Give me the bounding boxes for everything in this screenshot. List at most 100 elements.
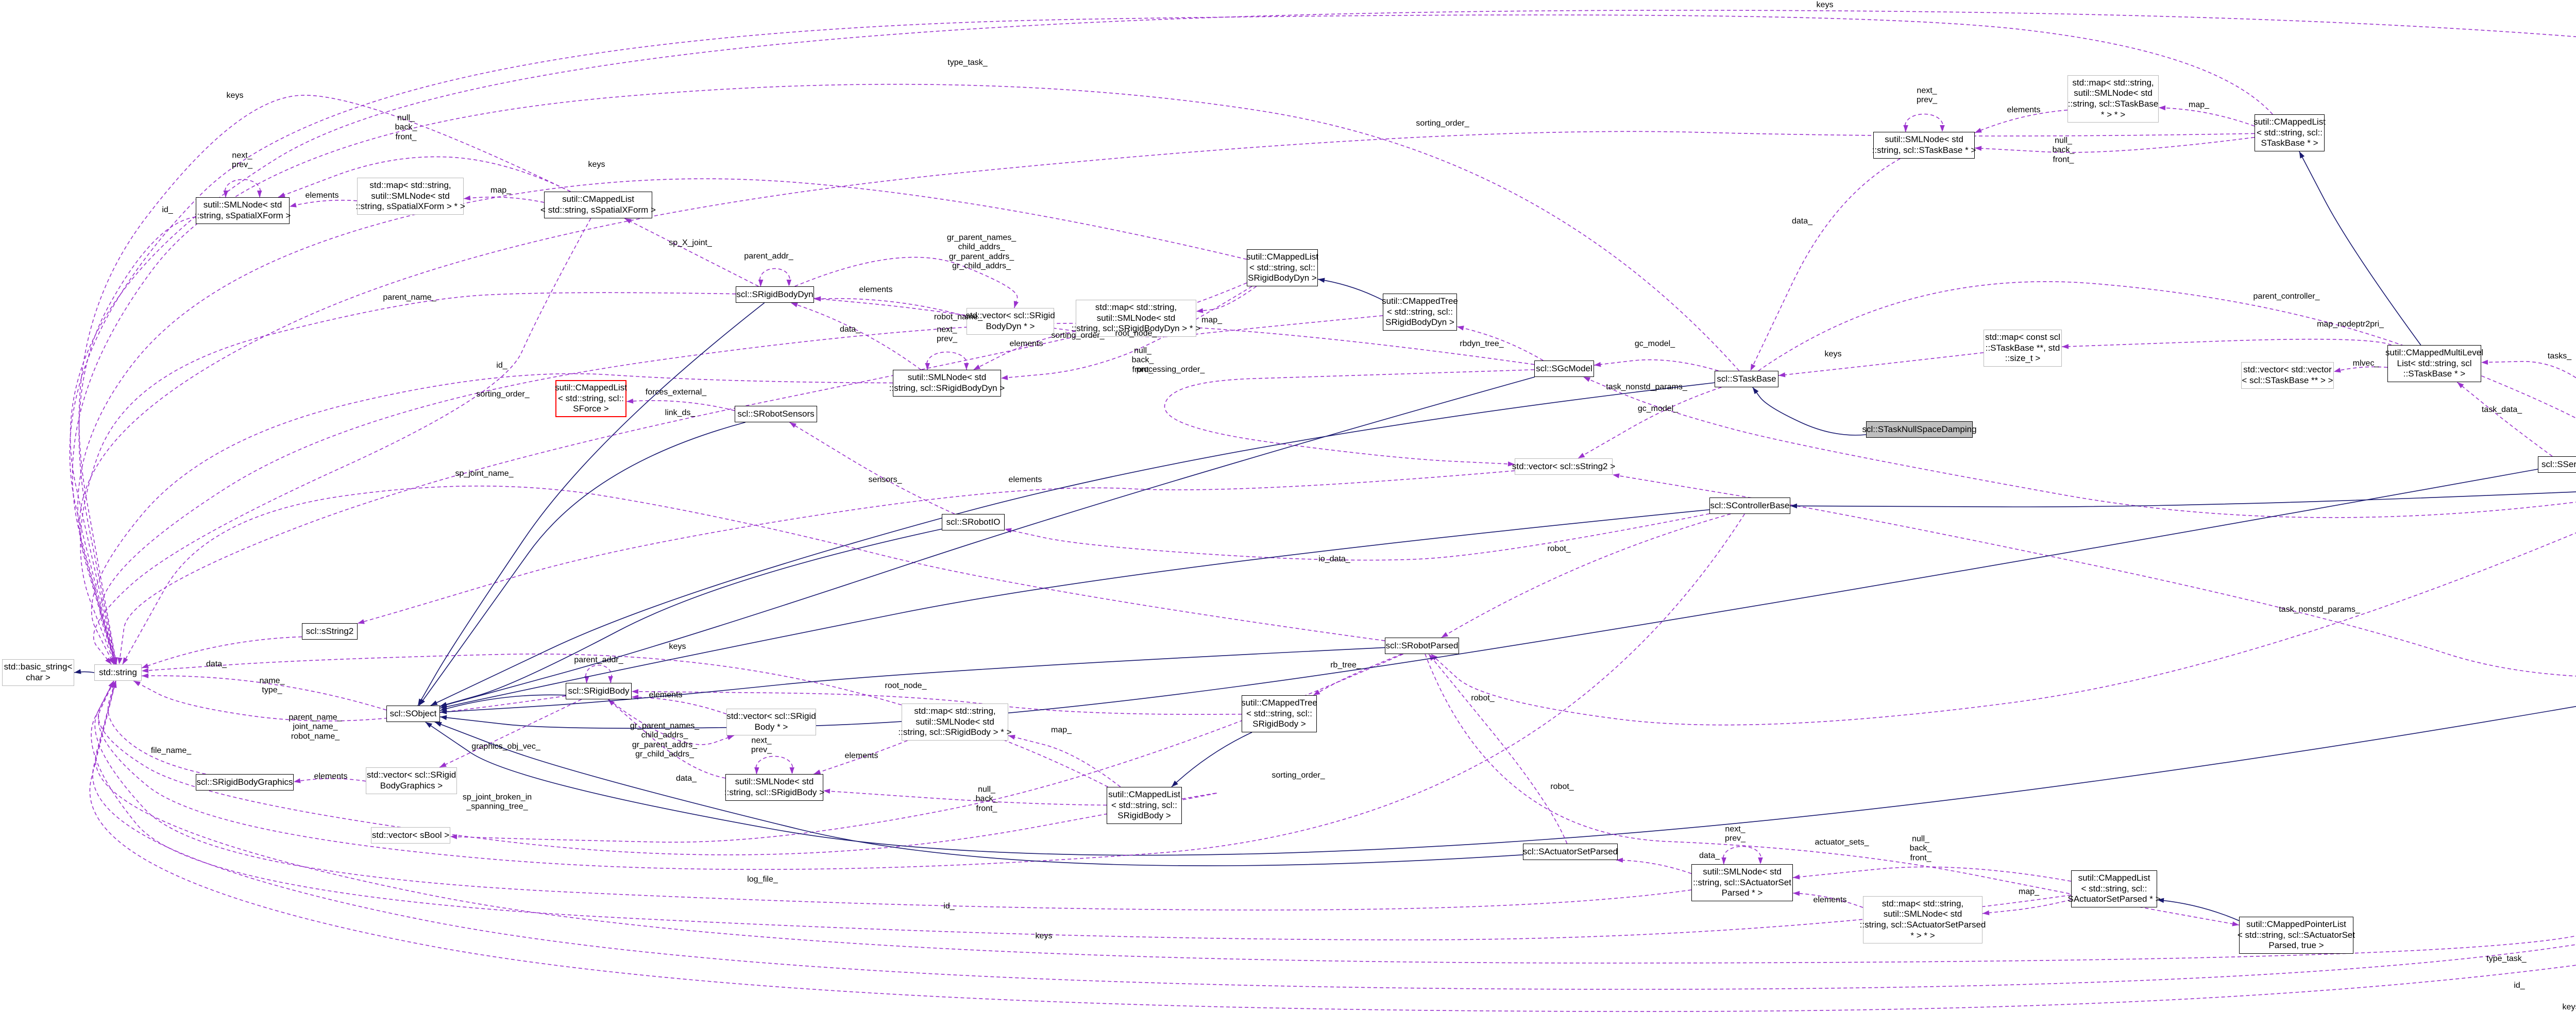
- edge-stasknullspacedamping-to-staskbase: [1752, 387, 1867, 436]
- class-node-label: std::string: [99, 667, 137, 677]
- class-node-cmappedpointerlist[interactable]: sutil::CMappedPointerList< std::string, …: [2237, 917, 2355, 954]
- class-node-sobject[interactable]: scl::SObject: [386, 706, 440, 722]
- edge-sgcmodel-to-sobject: [439, 376, 1535, 707]
- edge-arrowhead: [1594, 362, 1601, 367]
- edge-cmappedmultilevellist-to-cmappedlist-staskbase: [2299, 151, 2421, 346]
- class-node-scontrollerbase[interactable]: scl::SControllerBase: [1709, 497, 1790, 514]
- class-node-vector-sstring2[interactable]: std::vector< scl::sString2 >: [1512, 458, 1615, 475]
- edge-srigidbody-to-sobject: [439, 694, 566, 711]
- class-node-basic-string[interactable]: std::basic_string<char >: [2, 659, 74, 686]
- edge-smlnode-srigidbodydyn-to-std-string: [91, 373, 893, 665]
- edge-arrowhead: [290, 202, 297, 208]
- edge-arrowhead: [142, 673, 149, 678]
- class-node-cmappedlist-sspatialxform[interactable]: sutil::CMappedList< std::string, sSpatia…: [540, 192, 656, 218]
- class-node-label: sutil::SMLNode< std: [1885, 134, 1963, 145]
- class-node-map-srigidbody[interactable]: std::map< std::string,sutil::SMLNode< st…: [898, 703, 1012, 741]
- class-node-vector-vector-staskbase[interactable]: std::vector< std::vector< scl::STaskBase…: [2241, 362, 2334, 389]
- class-node-sactuatorsetparsed[interactable]: scl::SActuatorSetParsed: [1523, 844, 1618, 860]
- class-node-staskbase[interactable]: scl::STaskBase: [1715, 371, 1778, 387]
- class-node-cmappedlist-srigidbody[interactable]: sutil::CMappedList< std::string, scl::SR…: [1107, 787, 1182, 824]
- edge-srigidbodydyn-to-cmappedlist-sspatialxform: [624, 218, 759, 287]
- class-node-label: scl::SRobotIO: [946, 517, 1001, 527]
- class-node-label: char >: [26, 673, 50, 682]
- edge-smlnode-srigidbody-to-smlnode-srigidbody: [755, 756, 793, 775]
- edge-arrowhead: [133, 681, 141, 686]
- edge-map-sspatialxform-to-smlnode-sspatialxform: [289, 199, 358, 207]
- class-node-map-staskbase[interactable]: std::map< std::string,sutil::SMLNode< st…: [2067, 75, 2159, 123]
- edge-scontrollerbase-to-std-string: [98, 513, 1745, 870]
- class-node-label: scl::SRigidBody: [568, 685, 630, 696]
- class-node-smlnode-sspatialxform[interactable]: sutil::SMLNode< std::string, sSpatialXFo…: [194, 197, 291, 224]
- class-node-cmappedlist-srigidbodydyn[interactable]: sutil::CMappedList< std::string, scl::SR…: [1246, 249, 1318, 286]
- edge-map-staskbase-sizet-to-staskbase: [1778, 352, 1984, 376]
- edge-arrowhead: [1441, 632, 1449, 638]
- class-node-label: sutil::SMLNode< std: [2074, 88, 2153, 98]
- class-node-label: < std::string, scl::: [1386, 306, 1453, 317]
- class-node-label: ::string, sSpatialXForm >: [194, 211, 291, 220]
- edge-arrowhead: [1940, 125, 1945, 132]
- class-node-cmappedtree-srigidbody[interactable]: sutil::CMappedTree< std::string, scl::SR…: [1241, 695, 1317, 732]
- edge-arrowhead: [789, 767, 794, 774]
- class-node-srigidbodydyn[interactable]: scl::SRigidBodyDyn: [736, 286, 814, 303]
- class-node-label: scl::SRobotParsed: [1385, 640, 1459, 650]
- class-node-label: BodyDyn * >: [986, 321, 1035, 331]
- class-node-label: ::STaskBase * >: [2403, 369, 2466, 379]
- class-node-label: SRigidBodyDyn >: [1248, 273, 1317, 283]
- edge-arrowhead: [74, 669, 81, 674]
- class-node-srigidbody[interactable]: scl::SRigidBody: [566, 683, 632, 699]
- edge-scontrollerbase-to-srobotio: [1004, 513, 1710, 561]
- class-node-label: * > * >: [2100, 109, 2126, 119]
- class-node-smlnode-srigidbody[interactable]: sutil::SMLNode< std::string, scl::SRigid…: [724, 774, 824, 801]
- edge-map-srigidbodydyn-to-smlnode-srigidbodydyn: [973, 331, 1076, 370]
- edge-arrowhead: [1318, 278, 1325, 283]
- class-node-map-srigidbodydyn[interactable]: std::map< std::string,sutil::SMLNode< st…: [1072, 300, 1200, 337]
- class-node-map-sactuatorset[interactable]: std::map< std::string,sutil::SMLNode< st…: [1860, 896, 1986, 943]
- class-node-smlnode-sactuatorset[interactable]: sutil::SMLNode< std::string, scl::SActua…: [1691, 864, 1793, 901]
- edge-cmappedlist-sspatialxform-to-std-string: [78, 95, 571, 665]
- edge-cmappedlist-staskbase-to-map-staskbase: [2158, 107, 2255, 127]
- class-node-srobotsensors[interactable]: scl::SRobotSensors: [735, 406, 817, 422]
- class-node-label: sutil::CMappedList: [1108, 789, 1180, 799]
- class-node-sstring2[interactable]: scl::sString2: [302, 623, 358, 640]
- class-node-map-staskbase-sizet[interactable]: std::map< const scl::STaskBase **, std::…: [1984, 330, 2062, 367]
- edge-arrowhead: [1778, 372, 1786, 377]
- class-node-cmappedtree-srigidbodydyn[interactable]: sutil::CMappedTree< std::string, scl::SR…: [1382, 294, 1458, 331]
- edge-sactuatorsetparsed-to-sobject: [434, 722, 1523, 866]
- edge-srigidbodydyn-to-sobject: [417, 302, 765, 706]
- class-node-vector-sbool[interactable]: std::vector< sBool >: [371, 827, 450, 844]
- class-node-label: sutil::CMappedList: [2253, 116, 2326, 127]
- class-node-label: std::map< std::string,: [914, 706, 996, 716]
- class-node-smlnode-srigidbodydyn[interactable]: sutil::SMLNode< std::string, scl::SRigid…: [889, 370, 1005, 397]
- edge-cmappedmultilevellist-to-vector-vector-staskbase: [2333, 366, 2388, 372]
- edge-arrowhead: [754, 767, 759, 774]
- class-node-srobotparsed[interactable]: scl::SRobotParsed: [1385, 638, 1459, 654]
- class-node-sservo[interactable]: scl::SServo: [2538, 456, 2576, 473]
- class-node-smlnode-staskbase[interactable]: sutil::SMLNode< std::string, scl::STaskB…: [1872, 132, 1976, 159]
- edge-cmappedtree-srigidbodydyn-to-srigidbodydyn: [814, 298, 1383, 337]
- class-node-cmappedlist-staskbase[interactable]: sutil::CMappedList< std::string, scl::ST…: [2253, 114, 2326, 151]
- class-node-cmappedlist-sforce[interactable]: sutil::CMappedList< std::string, scl::SF…: [555, 380, 627, 417]
- edge-arrowhead: [1616, 857, 1623, 863]
- class-node-label: < std::string, scl::SActuatorSet: [2237, 930, 2355, 940]
- class-node-srobotio[interactable]: scl::SRobotIO: [942, 514, 1005, 530]
- class-node-srigidbodygraphics[interactable]: scl::SRigidBodyGraphics: [196, 774, 294, 791]
- class-node-label: std::vector< scl::SRigid: [965, 311, 1055, 321]
- class-node-map-sspatialxform[interactable]: std::map< std::string,sutil::SMLNode< st…: [355, 178, 465, 215]
- edge-sgcmodel-to-vector-sstring2: [1164, 369, 1535, 465]
- class-node-std-string[interactable]: std::string: [94, 664, 142, 681]
- edge-arrowhead: [1613, 473, 1620, 478]
- edge-smlnode-sspatialxform-to-std-string: [78, 216, 196, 665]
- class-node-stasknullspacedamping[interactable]: scl::STaskNullSpaceDamping: [1862, 421, 1977, 438]
- edge-smlnode-snoncontroltask-to-std-string: [92, 680, 2576, 990]
- edge-sgcmodel-to-cmappedtree-srigidbodydyn: [1456, 326, 1544, 361]
- edge-snoncontroltaskbase-to-vector-sstring2: [1612, 474, 2576, 677]
- edge-arrowhead: [434, 722, 442, 727]
- class-node-sgcmodel[interactable]: scl::SGcModel: [1534, 360, 1594, 377]
- class-node-cmappedlist-sactuatorset[interactable]: sutil::CMappedList< std::string, scl::SA…: [2067, 870, 2161, 907]
